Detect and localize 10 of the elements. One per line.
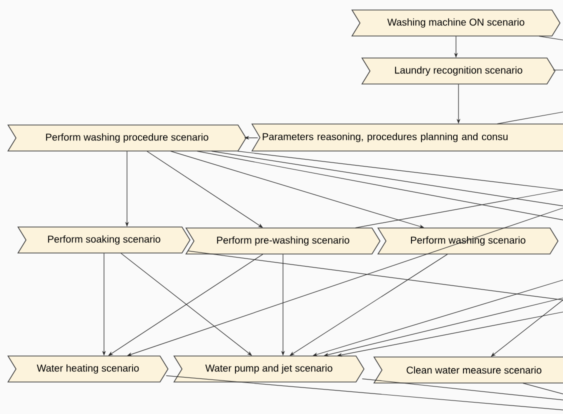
chevron-box: Perform soaking scenario [17, 226, 190, 254]
arrow [290, 254, 448, 356]
chevron-box: Washing machine ON scenario [351, 10, 560, 36]
chevron-box: Clean water measure scenario [373, 356, 563, 384]
chevron-box: Perform pre-washing scenario [185, 228, 380, 254]
chevron-box: Parameters reasoning, procedures planning and consu [251, 124, 563, 152]
chevron-box: Water heating scenario [7, 356, 168, 382]
chevron-box: Laundry recognition scenario [361, 58, 556, 84]
chevron-box: Perform washing procedure scenario [7, 124, 246, 152]
chevron-box: Water pump and jet scenario [173, 356, 364, 382]
